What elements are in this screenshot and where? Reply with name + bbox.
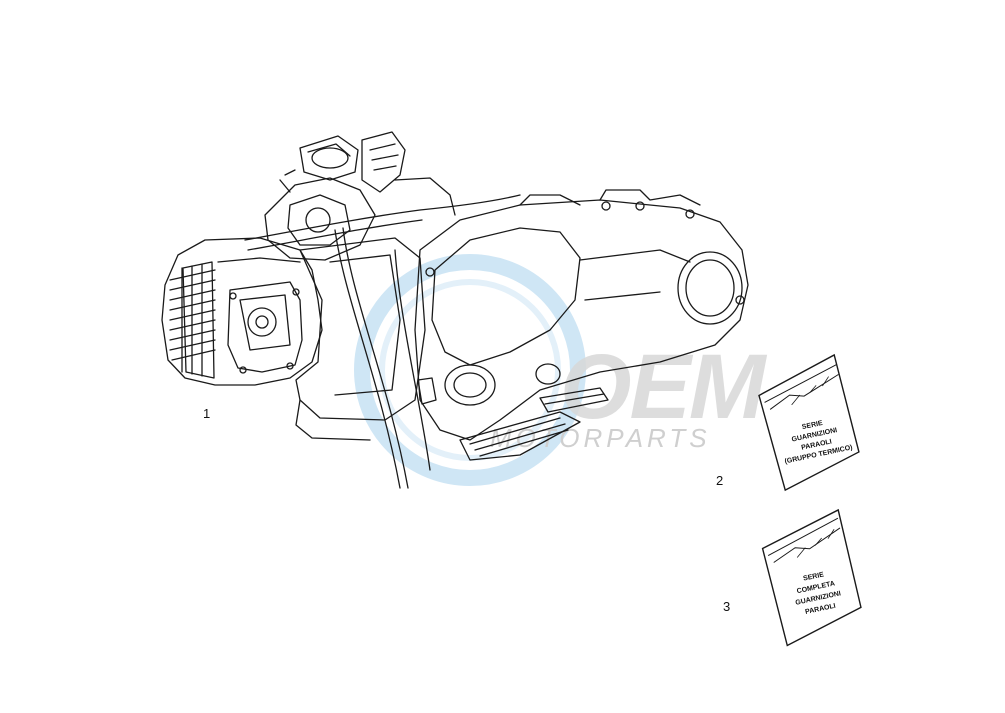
callout-2[interactable]: 2 xyxy=(716,473,724,488)
callout-3[interactable]: 3 xyxy=(723,599,731,614)
carburettor xyxy=(264,131,456,261)
oem-motorparts-watermark: OEM MOTORPARTS xyxy=(354,254,770,486)
engine-assembly xyxy=(161,131,749,489)
watermark-brand: OEM xyxy=(560,336,768,438)
hoses xyxy=(244,194,521,489)
transmission-cover xyxy=(414,189,749,441)
callout-1[interactable]: 1 xyxy=(203,406,211,421)
watermark-tagline: MOTORPARTS xyxy=(490,423,711,453)
sump-fins xyxy=(459,387,609,461)
clutch-cover-disc xyxy=(677,251,743,325)
watermark-ring xyxy=(354,254,586,486)
gasket-packet-3: SERIE COMPLETA GUARNIZIONI PARAOLI xyxy=(761,508,862,647)
packet-3-line-1: SERIE xyxy=(803,571,825,582)
cylinder-head xyxy=(161,237,323,386)
crankcase xyxy=(295,237,426,441)
packet-2-line-1: SERIE xyxy=(801,420,823,431)
gasket-packet-2: SERIE GUARNIZIONI PARAOLI (GRUPPO TERMIC… xyxy=(758,353,860,492)
